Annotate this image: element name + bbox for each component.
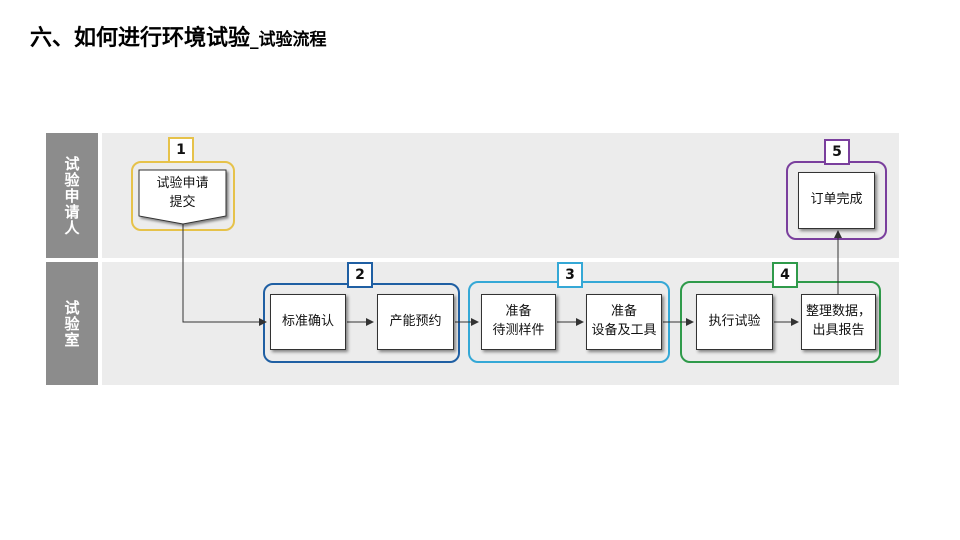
lane-label-applicant: 试验申请人 <box>46 133 98 258</box>
box-submit-request: 试验申请 提交 <box>156 176 209 210</box>
box-capacity-booking: 产能预约 <box>377 294 454 350</box>
box-standard-confirm: 标准确认 <box>270 294 346 350</box>
step-5-number: 5 <box>824 139 850 165</box>
step-1-number: 1 <box>168 137 194 163</box>
step-3-number: 3 <box>557 262 583 288</box>
arrow-submit-to-standard <box>182 224 267 326</box>
box-order-complete: 订单完成 <box>798 172 875 229</box>
box-prepare-equipment: 准备 设备及工具 <box>586 294 662 350</box>
box-report: 整理数据， 出具报告 <box>801 294 876 350</box>
step-4-number: 4 <box>772 262 798 288</box>
title-main: 六、如何进行环境试验 <box>30 26 251 51</box>
box-execute-test: 执行试验 <box>696 294 773 350</box>
title-sub: _试验流程 <box>250 30 327 50</box>
step-2-number: 2 <box>347 262 373 288</box>
page-title: 六、如何进行环境试验_试验流程 <box>30 20 327 52</box>
box-prepare-samples: 准备 待测样件 <box>481 294 556 350</box>
lane-label-lab: 试验室 <box>46 262 98 385</box>
